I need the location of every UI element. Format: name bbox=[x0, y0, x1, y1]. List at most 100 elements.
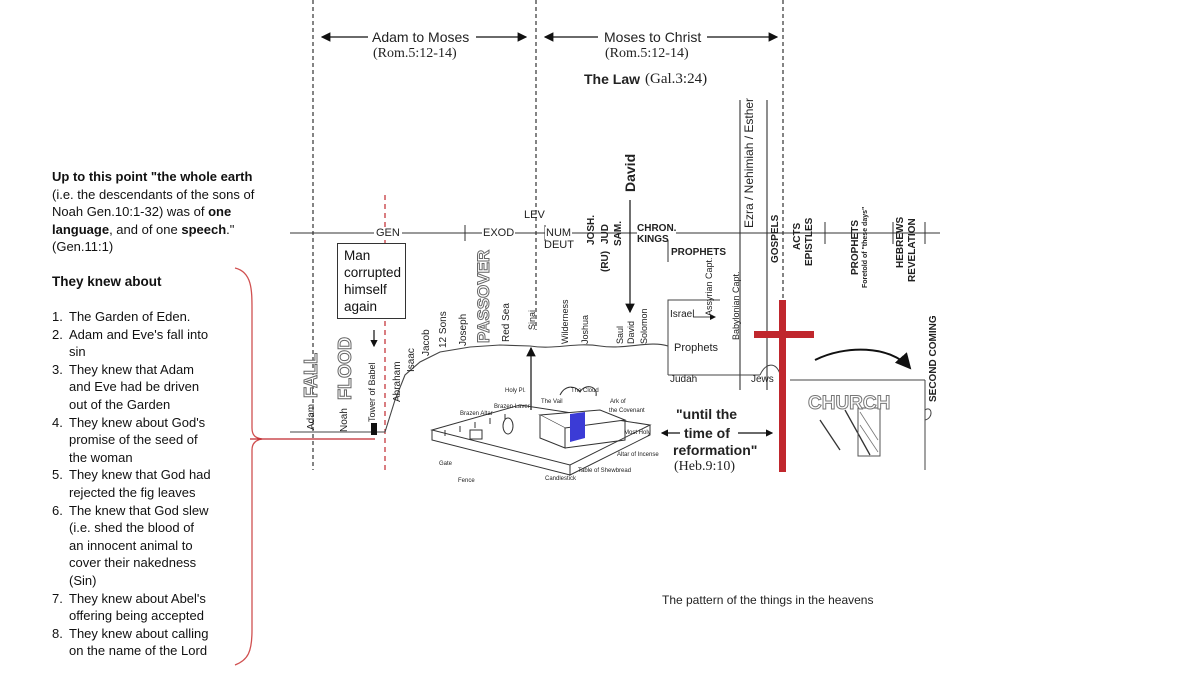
book-gospels: GOSPELS bbox=[770, 214, 781, 263]
event-flood: FLOOD bbox=[335, 337, 356, 401]
intro-line-2: (i.e. the descendants of the sons of bbox=[52, 186, 255, 202]
knew-item-number: 5. bbox=[52, 467, 63, 483]
knew-item-line: The Garden of Eden. bbox=[69, 309, 191, 324]
tab-altar: Brazen Altar bbox=[460, 411, 493, 417]
book-lev: LEV bbox=[524, 209, 545, 221]
knew-item: 6.The knew that God slew(i.e. shed the b… bbox=[52, 502, 282, 590]
knew-item-number: 3. bbox=[52, 361, 63, 377]
tabernacle-sketch bbox=[430, 386, 652, 476]
sidebar-heading: They knew about bbox=[52, 274, 162, 289]
tab-table: Table of Shewbread bbox=[578, 468, 632, 474]
event-noah: Noah bbox=[339, 408, 350, 432]
event-joseph: Joseph bbox=[458, 313, 469, 346]
knew-item-line: an innocent animal to bbox=[69, 537, 193, 553]
book-prophets: PROPHETS bbox=[671, 247, 727, 258]
box-line: corrupted bbox=[344, 265, 402, 280]
event-church: CHURCH bbox=[807, 393, 891, 415]
book-deut: DEUT bbox=[544, 239, 574, 251]
box-line: again bbox=[344, 299, 378, 314]
knew-item-line: They knew about calling bbox=[69, 625, 209, 641]
intro-line-1: Up to this point "the whole earth bbox=[52, 169, 253, 184]
event-line bbox=[290, 343, 669, 433]
sidebar-list: 1.The Garden of Eden.2. Adam and Eve's fa… bbox=[52, 308, 282, 660]
event-second-coming: SECOND COMING bbox=[928, 315, 939, 402]
book-jud: JUD bbox=[600, 223, 611, 244]
event-prophets: Prophets bbox=[674, 342, 719, 354]
book-prophets-right: PROPHETS bbox=[850, 219, 861, 275]
event-fall: FALL bbox=[301, 353, 322, 399]
knew-item-number: 7. bbox=[52, 590, 63, 606]
event-solomon: Solomon bbox=[639, 308, 649, 344]
knew-item-line: the woman bbox=[69, 449, 133, 465]
knew-item-line: rejected the fig leaves bbox=[69, 484, 196, 500]
knew-item-line: They knew that Adam bbox=[69, 361, 195, 377]
knew-item: 1.The Garden of Eden. bbox=[52, 308, 282, 326]
the-law-title: The Law bbox=[584, 71, 641, 87]
knew-item-line: (i.e. shed the blood of bbox=[69, 520, 195, 536]
knew-item-number: 8. bbox=[52, 625, 63, 641]
event-david: David bbox=[626, 320, 636, 344]
tab-vail: The Vail bbox=[541, 399, 563, 405]
the-law-ref: (Gal.3:24) bbox=[645, 71, 708, 87]
reformation-line-3: reformation" bbox=[673, 442, 758, 458]
intro-line-4d: ." bbox=[226, 221, 235, 237]
knew-item-line: Adam and Eve's fall into bbox=[69, 326, 209, 342]
event-jews: Jews bbox=[751, 374, 774, 385]
knew-item: 2. Adam and Eve's fall into sin bbox=[52, 326, 282, 361]
knew-item-line: They knew about God's bbox=[69, 414, 206, 430]
knew-item-line: sin bbox=[69, 344, 86, 360]
knew-item-line: on the name of the Lord bbox=[69, 643, 208, 659]
sidebar-intro: Up to this point "the whole earth (i.e. … bbox=[52, 168, 282, 256]
knew-item: 8. They knew about calling on the name of … bbox=[52, 625, 282, 660]
book-josh: JOSH. bbox=[586, 214, 597, 245]
box-line: himself bbox=[344, 282, 387, 297]
event-isaac: Isaac bbox=[406, 348, 417, 372]
book-ru: (RU) bbox=[600, 250, 611, 272]
reformation-line-1: "until the bbox=[676, 406, 738, 422]
intro-line-4a: language bbox=[52, 221, 110, 237]
moses-to-christ-ref: (Rom.5:12-14) bbox=[605, 46, 689, 61]
book-gen: GEN bbox=[374, 227, 402, 239]
knew-item-number: 4. bbox=[52, 414, 63, 430]
intro-line-3a: Noah Gen.10:1-32) was of bbox=[52, 204, 209, 220]
knew-item-number: 2. bbox=[52, 326, 63, 342]
book-exod: EXOD bbox=[482, 227, 516, 239]
knew-item-line: and Eve had be driven bbox=[69, 379, 200, 395]
event-adam: Adam bbox=[306, 403, 317, 430]
knew-item-line: They knew about Abel's bbox=[69, 590, 206, 606]
book-sam: SAM. bbox=[613, 221, 624, 246]
intro-line-3b: one bbox=[208, 204, 232, 220]
event-babylonian: Babylonian Capt. bbox=[731, 271, 741, 340]
event-joshua: Joshua bbox=[580, 314, 590, 344]
pattern-caption: The pattern of the things in the heavens bbox=[662, 593, 874, 607]
book-epistles: EPISTLES bbox=[804, 217, 815, 266]
tab-cloud: The Cloud bbox=[571, 388, 599, 394]
event-jacob: Jacob bbox=[421, 329, 432, 356]
tab-ark: Ark of bbox=[610, 399, 626, 405]
book-num: NUM bbox=[545, 227, 573, 239]
event-israel: Israel bbox=[670, 309, 695, 320]
book-chron: CHRON. bbox=[637, 223, 677, 234]
event-sinai: Sinai bbox=[527, 309, 537, 330]
book-revelation: REVELATION bbox=[907, 218, 918, 282]
tab-incense: Altar of Incense bbox=[617, 452, 659, 458]
ezra-label: Ezra / Nehimiah / Esther bbox=[742, 97, 756, 228]
tab-most-holy: Most Holy bbox=[624, 430, 651, 436]
event-babel: Tower of Babel bbox=[367, 362, 377, 422]
cross bbox=[779, 300, 786, 472]
moses-to-christ-title: Moses to Christ bbox=[604, 29, 702, 45]
knew-item: 3. They knew that Adam and Eve had be driv… bbox=[52, 361, 282, 414]
book-foretold: Foretold of "these days" bbox=[862, 206, 869, 288]
adam-to-moses-title: Adam to Moses bbox=[372, 29, 470, 45]
tab-fence: Fence bbox=[458, 478, 475, 484]
tab-gate: Gate bbox=[439, 461, 453, 467]
event-red-sea: Red Sea bbox=[501, 303, 512, 342]
knew-item-line: The knew that God slew bbox=[69, 502, 209, 518]
book-kings: KINGS bbox=[637, 234, 669, 245]
event-wilderness: Wilderness bbox=[560, 299, 570, 344]
